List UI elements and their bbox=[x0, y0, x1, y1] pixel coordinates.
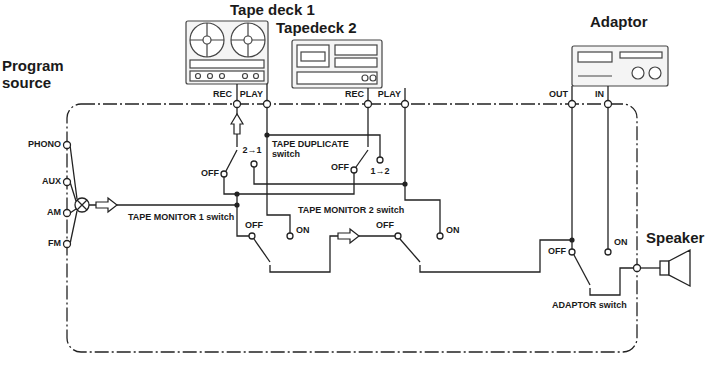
speaker-heading: Speaker bbox=[646, 230, 704, 247]
signal-arrow bbox=[96, 114, 359, 243]
input-label: AM bbox=[47, 208, 61, 218]
adaptor-node: Adaptor bbox=[572, 14, 672, 86]
switch-position: ON bbox=[614, 238, 628, 248]
switch-position: ON bbox=[446, 226, 460, 236]
speaker-symbol bbox=[660, 250, 690, 286]
tape-deck-node: Tape deck 1 bbox=[182, 2, 274, 86]
switch-position: 2→1 bbox=[242, 146, 261, 156]
switch-label: ADAPTOR switch bbox=[552, 301, 627, 311]
terminal-label: PLAY bbox=[240, 90, 263, 100]
tape-deck-node: Tapedeck 2 bbox=[276, 20, 386, 88]
device-heading: Adaptor bbox=[590, 14, 648, 31]
terminal-label: PLAY bbox=[378, 90, 401, 100]
source-heading: Program source bbox=[2, 58, 68, 91]
chassis-outline bbox=[67, 104, 637, 352]
terminal-label: OUT bbox=[549, 90, 568, 100]
switch-label: TAPE DUPLICATE switch bbox=[272, 140, 352, 160]
terminal-label: REC bbox=[213, 90, 232, 100]
input-label: PHONO bbox=[28, 140, 61, 150]
switch-position: ON bbox=[296, 226, 310, 236]
switch-position: OFF bbox=[331, 163, 349, 173]
device-illustrations bbox=[186, 21, 668, 88]
switch-position: OFF bbox=[245, 221, 263, 231]
device-heading: Tapedeck 2 bbox=[276, 20, 357, 37]
terminal-label: REC bbox=[345, 90, 364, 100]
junction-dot bbox=[234, 132, 574, 242]
terminal bbox=[64, 101, 641, 272]
terminal-label: IN bbox=[595, 90, 604, 100]
switch-position: OFF bbox=[376, 221, 394, 231]
switch-position: OFF bbox=[548, 247, 566, 257]
input-label: FM bbox=[48, 239, 61, 249]
switch-label: TAPE MONITOR 1 switch bbox=[128, 213, 234, 223]
selector-symbol bbox=[75, 198, 89, 212]
switch-label: TAPE MONITOR 2 switch bbox=[298, 206, 404, 216]
switch-position: 1→2 bbox=[370, 167, 389, 177]
device-heading: Tape deck 1 bbox=[230, 2, 315, 19]
switch-position: OFF bbox=[201, 169, 219, 179]
input-label: AUX bbox=[42, 177, 61, 187]
wiring bbox=[70, 84, 660, 295]
